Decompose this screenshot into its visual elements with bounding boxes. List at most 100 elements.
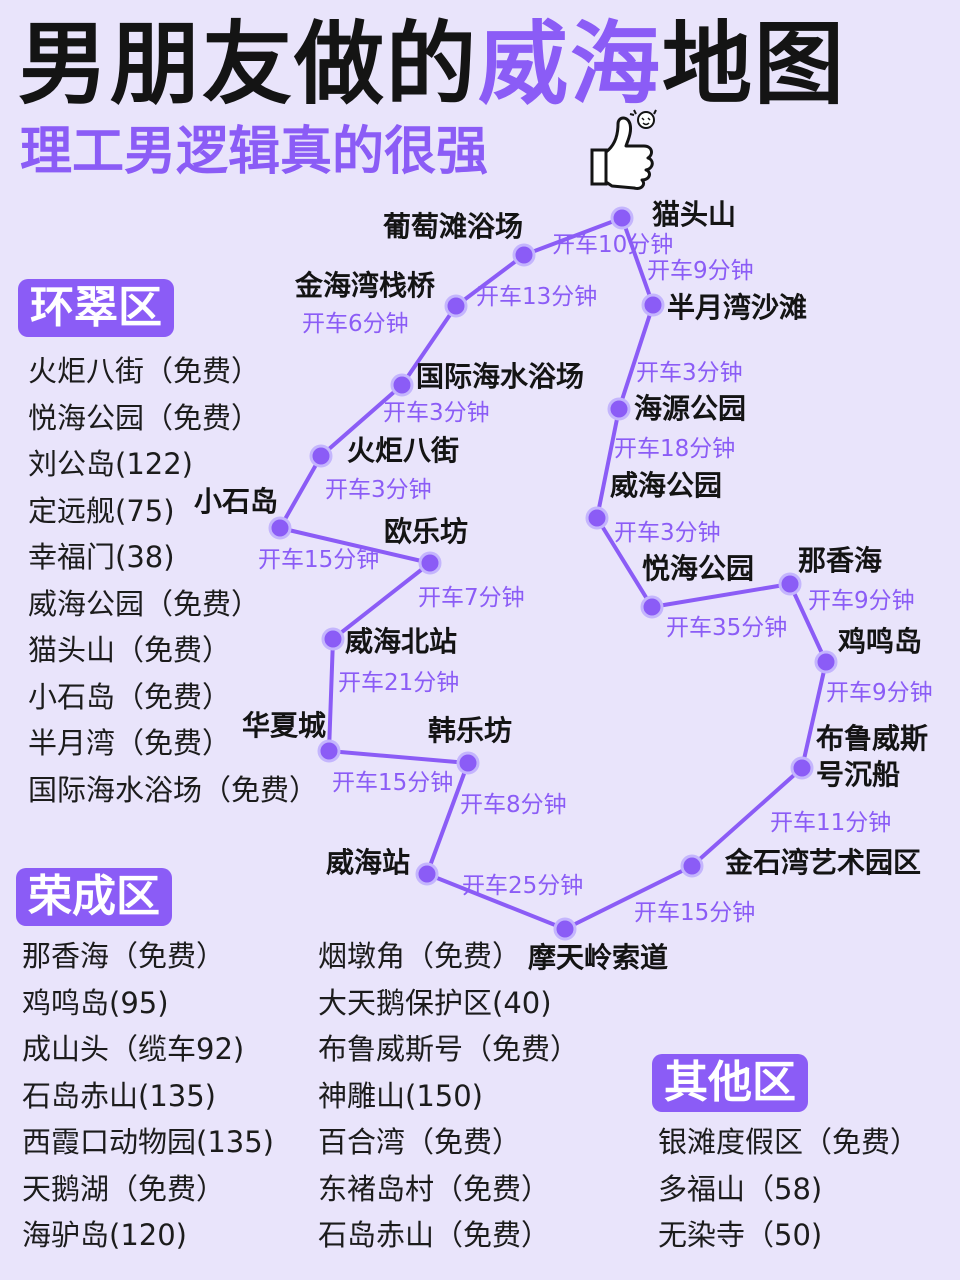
leg-time-label: 开车3分钟 xyxy=(383,400,490,426)
huancui-list: 火炬八街（免费） 悦海公园（免费） 刘公岛(122) 定远舰(75) 幸福门(3… xyxy=(28,348,318,813)
stop-label: 欧乐坊 xyxy=(384,515,468,548)
list-item: 烟墩角（免费） xyxy=(318,939,522,973)
rongcheng-list-left: 那香海（免费） 鸡鸣岛(95) 成山头（缆车92) 石岛赤山(135) 西霞口动… xyxy=(22,933,274,1259)
stop-marker xyxy=(553,917,577,941)
list-item: 威海公园（免费） xyxy=(28,586,261,621)
stop-marker xyxy=(814,650,838,674)
title-prefix: 男朋友做的 xyxy=(18,12,478,117)
leg-time-label: 开车25分钟 xyxy=(462,873,583,899)
stop-label: 悦海公园 xyxy=(642,552,754,585)
list-item: 银滩度假区（免费） xyxy=(658,1125,920,1159)
list-item: 石岛赤山(135) xyxy=(22,1078,216,1113)
list-item: 布鲁威斯号（免费） xyxy=(318,1032,580,1066)
stop-marker xyxy=(640,595,664,619)
leg-time-label: 开车9分钟 xyxy=(808,588,915,614)
stop-marker xyxy=(456,751,480,775)
leg-time-label: 开车10分钟 xyxy=(552,232,673,258)
stop-marker xyxy=(444,294,468,318)
page-title: 男朋友做的威海地图 xyxy=(18,10,846,120)
leg-time-label: 开车18分钟 xyxy=(614,436,735,462)
stop-marker xyxy=(415,862,439,886)
stop-marker xyxy=(790,756,814,780)
list-item: 定远舰(75) xyxy=(28,493,175,528)
stop-label: 韩乐坊 xyxy=(428,714,512,747)
list-item: 大天鹅保护区(40) xyxy=(318,985,552,1020)
region-badge-other: 其他区 xyxy=(652,1054,808,1112)
stop-label: 鸡鸣岛 xyxy=(837,625,922,658)
list-item: 悦海公园（免费） xyxy=(28,400,261,435)
leg-time-label: 开车9分钟 xyxy=(826,680,933,706)
stop-marker xyxy=(607,397,631,421)
stop-label: 摩天岭索道 xyxy=(528,941,668,974)
list-item: 国际海水浴场（免费） xyxy=(28,772,319,807)
title-suffix: 地图 xyxy=(662,12,846,117)
leg-time-label: 开车21分钟 xyxy=(338,670,459,696)
stop-marker xyxy=(680,854,704,878)
stop-label: 火炬八街 xyxy=(347,434,459,467)
stop-marker xyxy=(585,506,609,530)
stop-label: 金石湾艺术园区 xyxy=(724,846,921,879)
stop-marker xyxy=(268,516,292,540)
leg-time-label: 开车11分钟 xyxy=(770,810,891,836)
stop-marker xyxy=(309,444,333,468)
list-item: 西霞口动物园(135) xyxy=(22,1125,274,1159)
list-item: 小石岛（免费） xyxy=(28,679,232,714)
stop-label: 威海公园 xyxy=(610,469,722,502)
list-item: 海驴岛(120) xyxy=(22,1218,187,1252)
list-item: 百合湾（免费） xyxy=(318,1125,522,1159)
stop-label: 海源公园 xyxy=(634,392,746,425)
leg-time-label: 开车3分钟 xyxy=(636,360,743,386)
list-item: 鸡鸣岛(95) xyxy=(22,985,169,1020)
stop-label: 威海站 xyxy=(326,846,410,879)
stop-marker xyxy=(610,206,634,230)
stop-marker xyxy=(317,739,341,763)
leg-time-label: 开车3分钟 xyxy=(325,477,432,503)
list-item: 猫头山（免费） xyxy=(28,633,232,667)
leg-time-label: 开车35分钟 xyxy=(666,615,787,641)
list-item: 天鹅湖（免费） xyxy=(22,1171,226,1206)
stop-label: 金海湾栈桥 xyxy=(294,269,435,302)
leg-time-label: 开车7分钟 xyxy=(418,585,525,611)
list-item: 半月湾（免费） xyxy=(28,726,232,760)
leg-time-label: 开车15分钟 xyxy=(258,547,379,573)
leg-time-label: 开车13分钟 xyxy=(476,284,597,310)
list-item: 刘公岛(122) xyxy=(28,447,193,481)
title-highlight: 威海 xyxy=(478,12,662,117)
other-list: 银滩度假区（免费） 多福山（58) 无染寺（50) xyxy=(658,1119,919,1259)
stop-label: 猫头山 xyxy=(652,198,736,231)
list-item: 那香海（免费） xyxy=(22,939,226,973)
thumbs-up-icon xyxy=(590,109,657,190)
list-item: 无染寺（50) xyxy=(658,1218,823,1252)
leg-time-label: 开车6分钟 xyxy=(302,311,409,337)
list-item: 火炬八街（免费） xyxy=(28,354,261,388)
list-item: 东褚岛村（免费） xyxy=(318,1171,551,1206)
stop-marker xyxy=(418,551,442,575)
leg-time-label: 开车8分钟 xyxy=(460,792,567,818)
stop-label: 华夏城 xyxy=(242,709,326,742)
stop-label: 小石岛 xyxy=(194,485,278,518)
rongcheng-list-right: 烟墩角（免费） 大天鹅保护区(40) 布鲁威斯号（免费） 神雕山(150) 百合… xyxy=(318,933,579,1259)
stop-label: 国际海水浴场 xyxy=(416,360,584,393)
list-item: 石岛赤山（免费） xyxy=(318,1218,551,1252)
list-item: 神雕山(150) xyxy=(318,1078,483,1113)
leg-time-label: 开车15分钟 xyxy=(634,900,755,926)
page-subtitle: 理工男逻辑真的很强 xyxy=(20,122,489,182)
list-item: 成山头（缆车92) xyxy=(22,1032,245,1066)
stop-label: 威海北站 xyxy=(345,625,457,658)
stop-marker xyxy=(512,243,536,267)
leg-time-label: 开车3分钟 xyxy=(614,520,721,546)
list-item: 多福山（58) xyxy=(658,1171,823,1206)
stop-marker xyxy=(390,373,414,397)
stop-label: 半月湾沙滩 xyxy=(667,291,807,324)
region-badge-huancui: 环翠区 xyxy=(18,279,174,337)
stop-label: 葡萄滩浴场 xyxy=(383,210,523,243)
stop-label: 布鲁威斯号沉船 xyxy=(816,722,928,791)
leg-time-label: 开车9分钟 xyxy=(647,258,754,284)
leg-time-label: 开车15分钟 xyxy=(332,770,453,796)
list-item: 幸福门(38) xyxy=(28,540,175,574)
stop-marker xyxy=(778,572,802,596)
stop-marker xyxy=(321,627,345,651)
stop-marker xyxy=(641,293,665,317)
region-badge-rongcheng: 荣成区 xyxy=(16,868,172,926)
